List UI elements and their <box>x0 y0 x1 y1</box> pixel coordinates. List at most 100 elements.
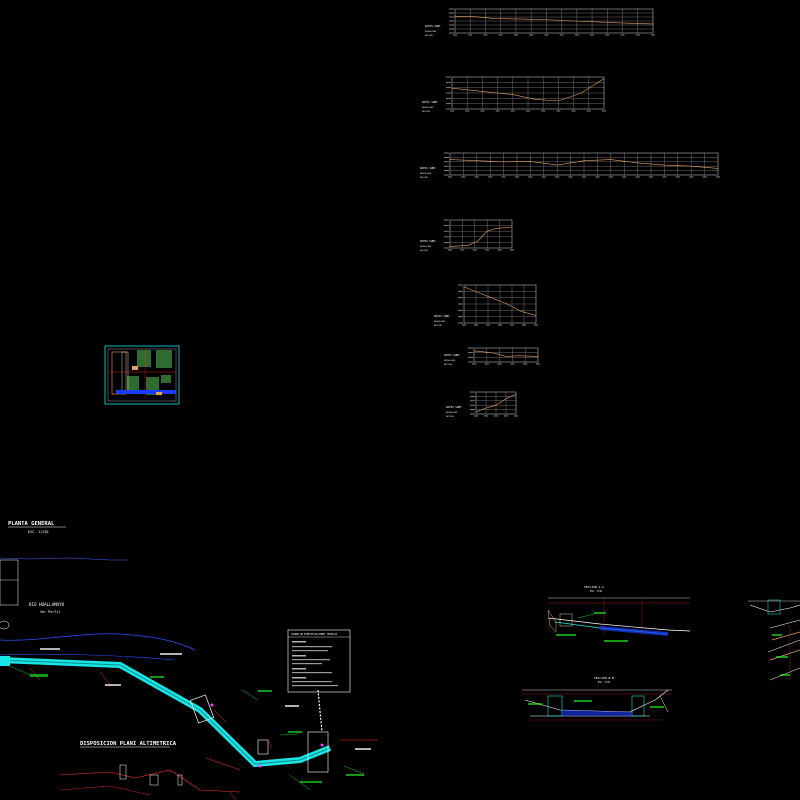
profile-tick-label <box>571 110 576 112</box>
profile-axis-label <box>470 400 475 402</box>
profile-tick-label <box>574 34 579 36</box>
profile-sublabel-2: SECCION <box>422 111 430 113</box>
profile-tick-label <box>602 110 606 112</box>
plan-scale: ESC. 1/250 <box>28 530 48 534</box>
profile-plan-title: DISPOSICION PLANI ALTIMETRICA <box>80 741 177 747</box>
profile-sublabel-2: SECCION <box>446 416 454 418</box>
plan-title: PLANTA GENERAL <box>8 521 55 527</box>
profile-tick-label <box>484 415 488 417</box>
profile-tick-label <box>510 363 515 365</box>
profile-axis-label <box>446 108 451 110</box>
profile-axis-label <box>446 76 451 78</box>
profile-line <box>454 15 654 25</box>
profile-tick-label <box>605 34 610 36</box>
profile-chart-2: DATOS SUBT.ESCALA HOR.SECCION <box>422 76 606 113</box>
profile-axis-label <box>444 170 449 171</box>
profile-tick-label <box>622 176 627 178</box>
profile-axis-label <box>458 316 463 318</box>
profile-label: DATOS SUBT. <box>434 314 451 318</box>
profile-axis-label <box>468 352 473 354</box>
profile-tick-label <box>485 249 490 251</box>
profile-sublabel: ESCALA HOR. <box>422 106 434 109</box>
profile-axis-label <box>446 103 451 105</box>
profile-tick-label <box>559 34 564 36</box>
profile-tick-label <box>501 176 506 178</box>
profile-tick-label <box>662 176 667 178</box>
profile-tick-label <box>556 110 561 112</box>
profile-axis-label <box>470 396 475 397</box>
profile-tick-label <box>472 363 476 365</box>
profile-axis-label <box>458 303 463 305</box>
profile-sublabel: ESCALA HOR. <box>420 245 432 248</box>
profile-axis-label <box>444 161 449 163</box>
profile-label: DATOS SUBT. <box>425 24 442 28</box>
profile-axis-label <box>446 97 451 99</box>
plani-altimetric: DISPOSICION PLANI ALTIMETRICA <box>59 741 241 800</box>
profile-axis-label <box>449 12 454 14</box>
general-plan: PLANTA GENERAL ESC. 1/250 RIO HUALLAMAYO… <box>0 521 378 791</box>
profile-axis-label <box>446 87 451 89</box>
profile-axis-label <box>444 225 449 226</box>
profile-tick-label <box>474 324 478 326</box>
profile-axis-label <box>444 165 449 167</box>
profile-chart-3: DATOS SUBT.ESCALA HOR.SECCION <box>420 152 720 179</box>
profile-axis-label <box>444 152 449 154</box>
profile-tick-label <box>689 176 694 178</box>
profile-tick-label <box>528 176 533 178</box>
profile-tick-label <box>497 363 502 365</box>
profile-tick-label <box>541 176 546 178</box>
profile-tick-label <box>480 110 485 112</box>
profile-tick-label <box>635 176 640 178</box>
profile-tick-label <box>510 110 515 112</box>
profile-tick-label <box>486 324 490 326</box>
profile-tick-label <box>608 176 613 178</box>
profile-axis-label <box>444 236 449 238</box>
profile-axis-label <box>444 157 449 158</box>
profile-tick-label <box>472 249 477 251</box>
profile-label: DATOS SUBT. <box>420 166 437 170</box>
profile-chart-1: DATOS SUBT.ESCALA HOR.SECCION <box>425 8 655 37</box>
profile-sublabel-2: SECCION <box>425 35 433 37</box>
profile-tick-label <box>534 324 538 326</box>
section-title-1: SECCION A-A <box>584 585 604 589</box>
profile-sublabel-2: SECCION <box>420 250 428 252</box>
profile-tick-label <box>453 34 457 36</box>
profile-frame <box>449 219 513 249</box>
section-note-2: ESC. 1/50 <box>598 681 611 684</box>
profile-tick-label <box>483 34 488 36</box>
profile-line <box>475 393 517 413</box>
profile-sublabel: ESCALA HOR. <box>444 359 456 362</box>
profile-axis-label <box>444 219 449 221</box>
profile-axis-label <box>458 284 463 286</box>
profile-tick-label <box>526 110 530 112</box>
profile-label: DATOS SUBT. <box>420 239 437 243</box>
profile-label: DATOS SUBT. <box>446 405 463 409</box>
section-bb: SECCION B-B ESC. 1/50 <box>522 676 672 721</box>
profile-tick-label <box>494 415 498 417</box>
profile-tick-label <box>702 176 707 178</box>
legend-title: CUADRO DE ESPECIFICACIONES TECNICAS <box>291 633 338 636</box>
profile-axis-label <box>449 28 454 30</box>
profile-axis-label <box>446 81 451 83</box>
profile-tick-label <box>461 176 466 178</box>
profile-tick-label <box>462 324 466 326</box>
river-note: Ver Perfil <box>40 610 60 614</box>
specifications-legend: CUADRO DE ESPECIFICACIONES TECNICAS <box>287 629 351 693</box>
profile-tick-label <box>498 324 502 326</box>
profile-tick-label <box>635 34 640 36</box>
profile-axis-label <box>470 409 475 410</box>
section-note-1: ESC. 1/50 <box>590 590 603 593</box>
profile-charts: DATOS SUBT. ESCALA HOR. SECCION DATOS SUBT.… <box>420 8 720 418</box>
profile-tick-label <box>504 415 508 417</box>
profile-sublabel-2: SECCION <box>444 364 452 366</box>
profile-tick-label <box>555 176 560 178</box>
river-label: RIO HUALLAMAYO <box>29 602 65 607</box>
profile-tick-label <box>474 176 479 178</box>
profile-axis-label <box>468 347 473 349</box>
profile-sublabel: ESCALA HOR. <box>446 411 458 414</box>
profile-axis-label <box>449 8 454 10</box>
profile-axis-label <box>444 174 449 176</box>
profile-chart-7: DATOS SUBT. ESCALA HOR. SECCION <box>446 391 518 418</box>
section-aa: SECCION A-A ESC. 1/50 <box>547 585 691 642</box>
profile-chart-5: DATOS SUBT.ESCALA HOR.SECCION <box>434 284 538 327</box>
